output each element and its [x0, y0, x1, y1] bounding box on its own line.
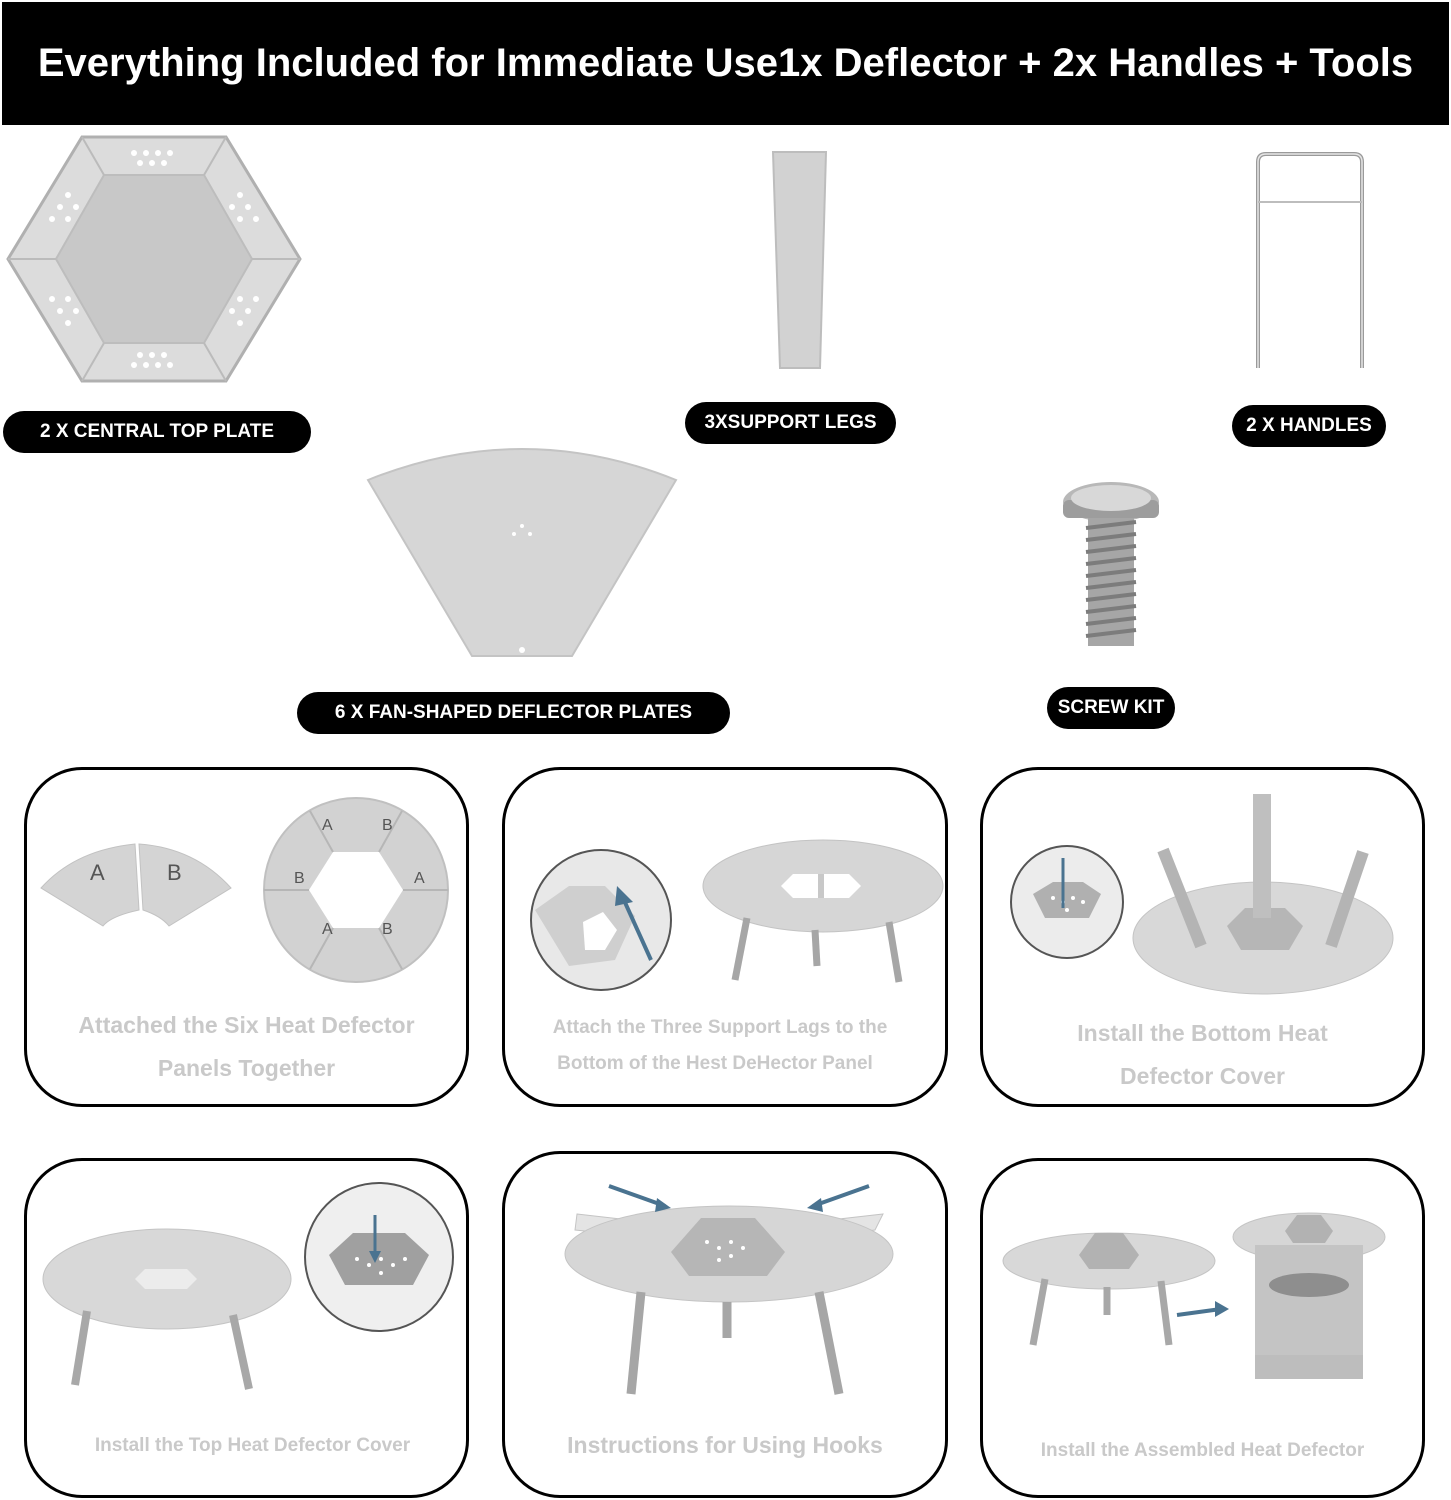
step2-caption-line1: Attach the Three Support Lags to the: [552, 1017, 888, 1038]
step5-caption: Instructions for Using Hooks: [567, 1432, 883, 1458]
ring-letter-b-bottom: B: [382, 921, 393, 938]
handles-label: 2 X HANDLES: [1232, 405, 1386, 447]
fan-deflector-plate-image: [366, 440, 678, 660]
step1-illustration: [40, 797, 449, 983]
ring-letter-a-bottom: A: [322, 921, 333, 938]
step3-caption-line1: Install the Bottom Heat: [1077, 1020, 1328, 1046]
step1-caption-line2: Panels Together: [157, 1055, 336, 1081]
step5-illustration: [564, 1184, 894, 1395]
ring-letter-a-top: A: [322, 817, 333, 834]
header-banner: Everything Included for Immediate Use1x …: [2, 2, 1449, 125]
ring-letter-b-top: B: [382, 817, 393, 834]
step-card-assembled: Install the Assembled Heat Defector: [980, 1158, 1425, 1498]
step1-caption-line1: Attached the Six Heat Defector: [78, 1012, 415, 1038]
step-card-top-cover: Install the Top Heat Defector Cover: [24, 1158, 469, 1498]
step-card-hooks: Instructions for Using Hooks: [502, 1151, 948, 1498]
support-leg-image: [770, 150, 830, 370]
handle-image: [1250, 150, 1370, 372]
ring-letter-a-right: A: [414, 870, 425, 887]
screw-kit-label: SCREW KIT: [1047, 687, 1175, 729]
step3-caption-line2: Defector Cover: [1120, 1063, 1285, 1089]
step-card-bottom-cover: Install the Bottom Heat Defector Cover: [980, 767, 1425, 1107]
central-top-plate-image: [4, 135, 304, 383]
panel-b-letter: B: [167, 860, 182, 885]
step2-illustration: [530, 839, 944, 991]
deflector-plates-label: 6 X FAN-SHAPED DEFLECTOR PLATES: [297, 692, 730, 734]
page-title: Everything Included for Immediate Use1x …: [37, 41, 1414, 85]
step2-caption-line2: Bottom of the Hest DeHector Panel: [557, 1053, 873, 1074]
step6-caption: Install the Assembled Heat Defector: [1040, 1440, 1365, 1461]
panel-a-letter: A: [90, 860, 105, 885]
step3-illustration: [1010, 794, 1394, 995]
central-top-plate-label: 2 X CENTRAL TOP PLATE: [3, 411, 311, 453]
ring-letter-b-left: B: [294, 870, 305, 887]
support-legs-label: 3XSUPPORT LEGS: [685, 402, 896, 444]
step6-illustration: [1002, 1212, 1386, 1379]
step4-caption: Install the Top Heat Defector Cover: [94, 1435, 411, 1456]
step4-illustration: [42, 1182, 454, 1390]
screw-image: [1058, 478, 1164, 650]
step-card-attach-panels: A B A B B A A B Attached the Six Heat De…: [24, 767, 469, 1107]
step-card-attach-legs: Attach the Three Support Lags to the Bot…: [502, 767, 948, 1107]
